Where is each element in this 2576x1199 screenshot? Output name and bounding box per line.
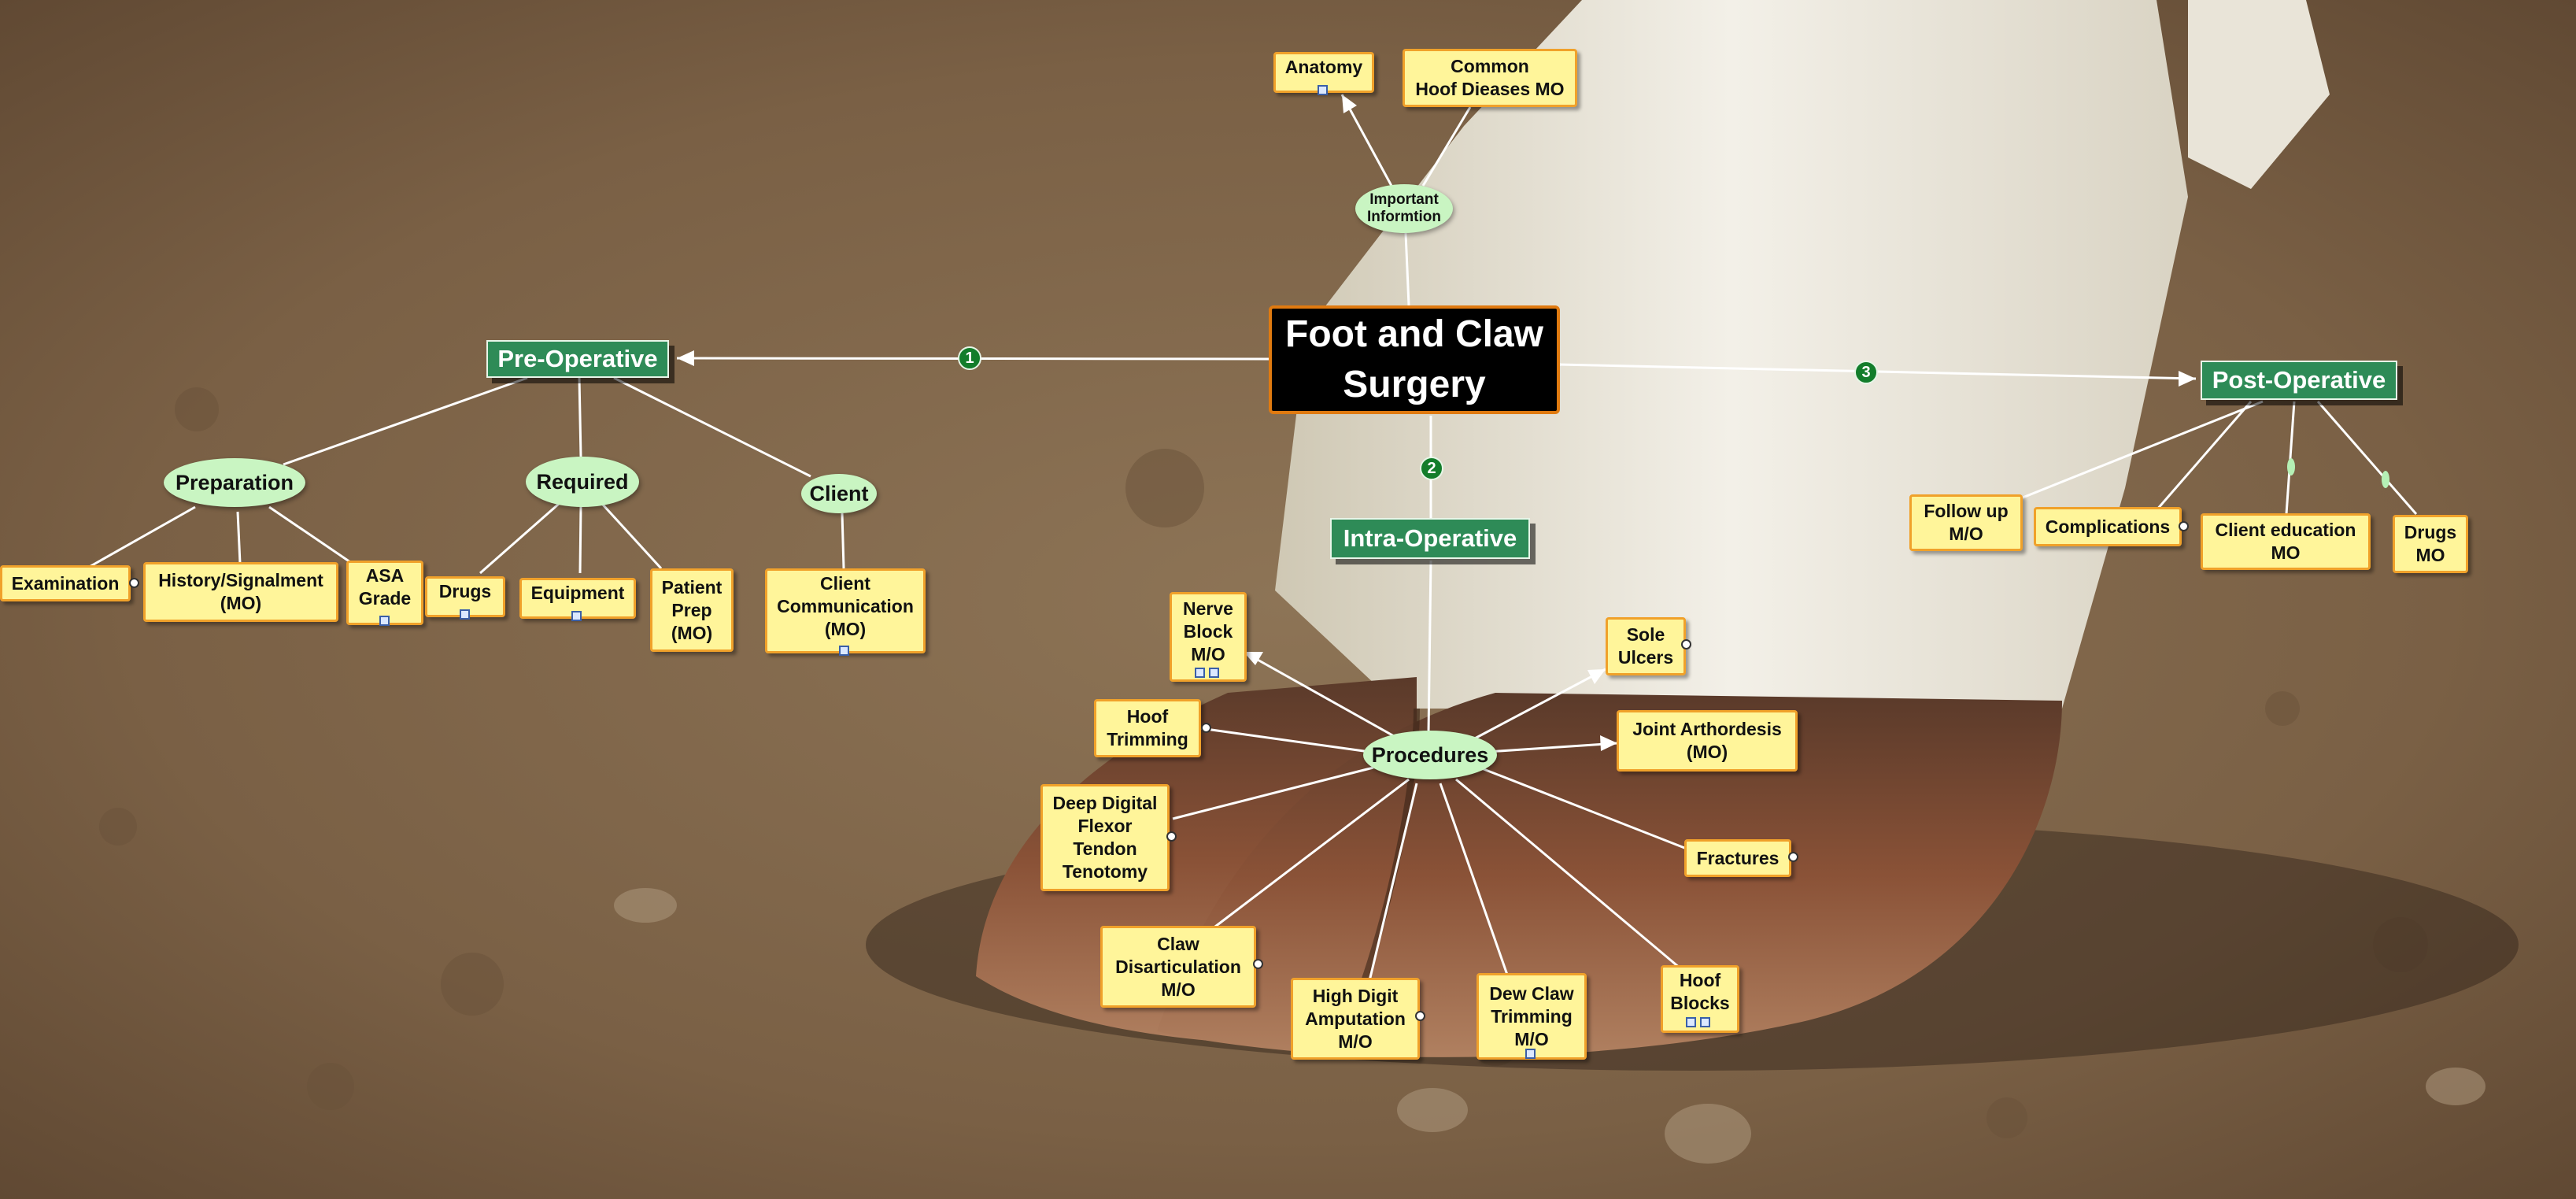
asa-grade-node[interactable]: ASA Grade [346,561,423,625]
attachment-icon[interactable] [1686,1017,1696,1027]
claw-disarticulation-node[interactable]: Claw Disarticulation M/O [1100,926,1256,1008]
high-digit-amputation-node[interactable]: High Digit Amputation M/O [1291,978,1420,1060]
post-operative-topic[interactable]: Post-Operative [2201,361,2397,400]
attachment-icon[interactable] [1700,1017,1710,1027]
post-drugs-node[interactable]: Drugs MO [2393,515,2468,573]
examination-node[interactable]: Examination [0,565,131,601]
attachment-icon[interactable] [839,646,849,656]
attachment-icon[interactable] [1209,668,1219,678]
attachment-icon[interactable] [571,611,582,621]
hoof-trimming-node[interactable]: Hoof Trimming [1094,699,1201,757]
attachment-icon[interactable] [460,609,470,620]
linked-topic-icon[interactable] [1681,639,1691,649]
client-topic[interactable]: Client [801,474,877,513]
important-information-topic[interactable]: Important Informtion [1355,184,1453,233]
dew-claw-trimming-node[interactable]: Dew Claw Trimming M/O [1476,973,1587,1060]
complications-node[interactable]: Complications [2034,507,2182,546]
fractures-node[interactable]: Fractures [1684,839,1791,877]
deep-digital-flexor-tendon-tenotomy-node[interactable]: Deep Digital Flexor Tendon Tenotomy [1040,784,1170,891]
patient-prep-node[interactable]: Patient Prep (MO) [650,568,734,652]
linked-topic-icon[interactable] [1788,852,1798,862]
central-topic[interactable]: Foot and Claw Surgery [1269,305,1560,414]
linked-topic-icon[interactable] [1415,1011,1425,1021]
attachment-icon[interactable] [1318,85,1328,95]
client-communication-node[interactable]: Client Communication (MO) [765,568,926,653]
history-signalment-node[interactable]: History/Signalment (MO) [143,562,338,622]
procedures-topic[interactable]: Procedures [1363,731,1497,779]
nerve-block-node[interactable]: Nerve Block M/O [1170,592,1247,682]
step-2-badge: 2 [1420,457,1443,480]
linked-topic-icon[interactable] [1253,959,1263,969]
required-topic[interactable]: Required [526,457,639,507]
step-1-badge: 1 [958,346,981,370]
follow-up-node[interactable]: Follow up M/O [1909,494,2023,551]
client-education-node[interactable]: Client education MO [2201,513,2371,570]
attachment-icon[interactable] [1195,668,1205,678]
step-3-badge: 3 [1854,361,1878,384]
sole-ulcers-node[interactable]: Sole Ulcers [1606,617,1686,675]
linked-topic-icon[interactable] [1201,723,1211,733]
linked-topic-icon[interactable] [1166,831,1177,842]
attachment-icon[interactable] [379,616,390,626]
linked-topic-icon[interactable] [129,578,139,588]
attachment-icon[interactable] [1525,1049,1536,1059]
pre-operative-topic[interactable]: Pre-Operative [486,340,669,378]
linked-topic-icon[interactable] [2179,521,2189,531]
common-hoof-diseases-node[interactable]: Common Hoof Dieases MO [1403,49,1577,107]
intra-operative-topic[interactable]: Intra-Operative [1330,518,1530,559]
joint-arthrodesis-node[interactable]: Joint Arthordesis (MO) [1617,710,1798,772]
collapsed-branch-marker [2287,458,2295,476]
preparation-topic[interactable]: Preparation [164,458,305,507]
collapsed-branch-marker [2382,471,2389,488]
